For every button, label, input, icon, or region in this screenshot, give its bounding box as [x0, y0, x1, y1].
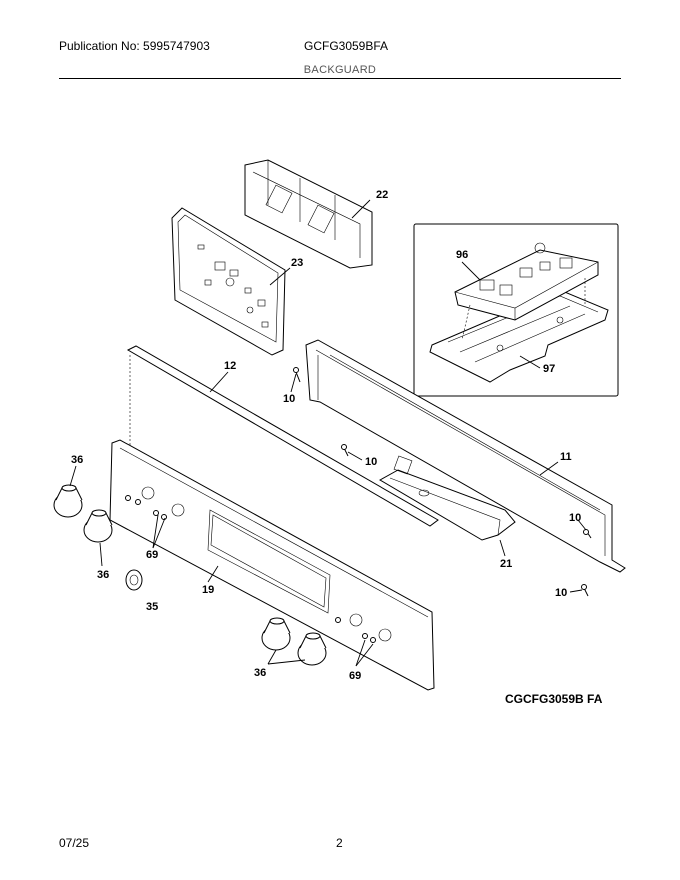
- part-21-bracket: [378, 455, 516, 541]
- part-22-bracket: [244, 159, 373, 269]
- part-11-backguard-frame: [305, 339, 626, 573]
- label-97: 97: [543, 363, 555, 375]
- part-labels: 22 23 96 97 12 10 10 11 36 69 36 35 19 2…: [71, 189, 581, 682]
- part-36-knob-lower-left: [83, 509, 113, 543]
- part-23-circuit-board: [171, 207, 286, 356]
- part-10-screws: [293, 367, 592, 597]
- label-23: 23: [291, 257, 303, 269]
- part-12-trim-strip: [126, 345, 439, 527]
- label-10-upper: 10: [283, 393, 295, 405]
- part-36-knob-bottom-a: [261, 617, 291, 651]
- label-36-lower-left: 36: [97, 569, 109, 581]
- footer-date: 07/25: [59, 836, 90, 850]
- label-35: 35: [146, 601, 158, 613]
- section-title: BACKGUARD: [303, 64, 377, 76]
- header-rule: [59, 78, 621, 79]
- label-12: 12: [224, 360, 236, 372]
- label-69-right: 69: [349, 670, 361, 682]
- label-10-right: 10: [569, 512, 581, 524]
- label-21: 21: [500, 558, 512, 570]
- figure-code: CGCFG3059B FA: [505, 692, 603, 706]
- label-10-lower-right: 10: [555, 587, 567, 599]
- label-36-bottom: 36: [254, 667, 266, 679]
- label-36-upper-left: 36: [71, 454, 83, 466]
- label-22: 22: [376, 189, 388, 201]
- label-10-middle: 10: [365, 456, 377, 468]
- label-69-left: 69: [146, 549, 158, 561]
- model-number: GCFG3059BFA: [304, 39, 389, 53]
- label-96: 96: [456, 249, 468, 261]
- part-36-knob-bottom-b: [297, 632, 327, 666]
- part-35-bezel: [125, 569, 143, 591]
- inset-detail-box: [413, 223, 619, 397]
- part-96-control-board: [454, 242, 599, 341]
- label-11: 11: [560, 451, 572, 463]
- publication-number: Publication No: 5995747903: [59, 39, 210, 53]
- page-number: 2: [336, 836, 343, 850]
- label-19: 19: [202, 584, 214, 596]
- leader-lines: [69, 199, 587, 667]
- part-36-knob-upper-left: [53, 484, 83, 518]
